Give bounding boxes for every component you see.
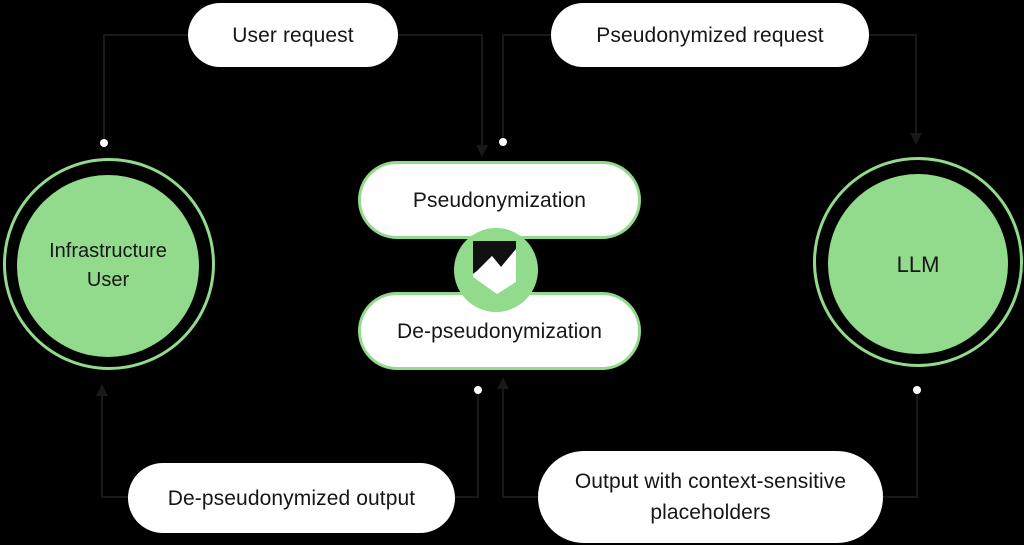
- pseudonymization-pill: Pseudonymization: [358, 161, 641, 239]
- arrowhead-down-icon: [476, 145, 488, 157]
- output-placeholders-label: Output with context-sensitive placeholde…: [574, 470, 847, 524]
- infrastructure-user-node: Infrastructure User: [17, 175, 199, 357]
- connector-dot: [100, 139, 108, 147]
- llm-node: LLM: [828, 174, 1008, 354]
- connector-dot: [499, 138, 507, 146]
- connector-dot: [913, 386, 921, 394]
- infrastructure-user-label-line2: User: [86, 269, 130, 291]
- arrowhead-down-icon: [910, 133, 922, 145]
- pseudonymization-label: Pseudonymization: [412, 188, 587, 212]
- user-request-label: User request: [232, 23, 354, 47]
- llm-ring: [813, 157, 1023, 367]
- output-placeholders-pill: Output with context-sensitive placeholde…: [538, 451, 883, 543]
- de-pseudonymized-output-label: De-pseudonymized output: [167, 486, 416, 510]
- pseudonymized-request-pill: Pseudonymized request: [551, 3, 869, 67]
- de-pseudonymized-output-pill: De-pseudonymized output: [128, 463, 455, 533]
- arrowhead-up-icon: [497, 377, 509, 389]
- connector-dot: [474, 386, 482, 394]
- de-pseudonymization-label: De-pseudonymization: [396, 319, 602, 343]
- infrastructure-user-ring: [3, 158, 215, 370]
- llm-label: LLM: [896, 251, 940, 277]
- shield-check-icon: [454, 228, 538, 312]
- infrastructure-user-label-line1: Infrastructure: [49, 240, 167, 262]
- pseudonymized-request-label: Pseudonymized request: [596, 23, 824, 47]
- arrowhead-up-icon: [96, 384, 108, 396]
- user-request-pill: User request: [188, 3, 398, 67]
